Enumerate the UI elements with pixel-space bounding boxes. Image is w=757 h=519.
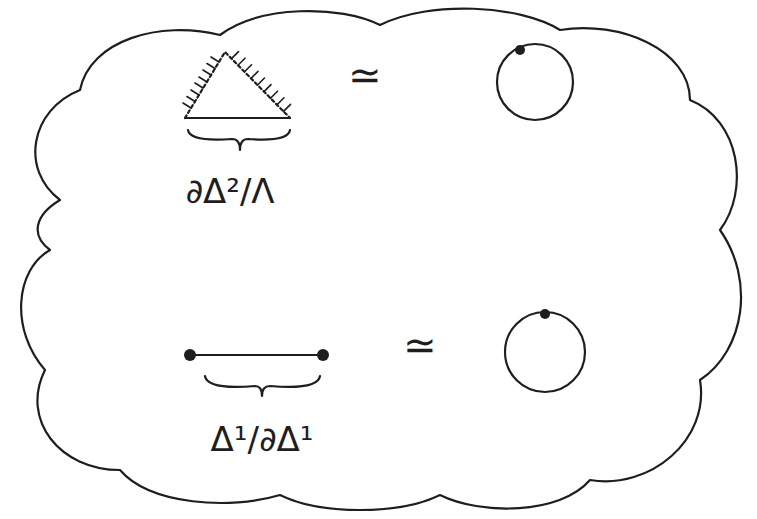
base-point: [540, 309, 550, 319]
horn-hatching: [183, 52, 291, 112]
triangle-base: [185, 117, 290, 119]
triangle-outline: [185, 52, 290, 118]
equivalence-sign: ≃: [348, 53, 382, 97]
math-label: Δ¹/∂Δ¹: [211, 421, 314, 458]
circle: [497, 44, 573, 120]
brace: [188, 130, 290, 150]
brace: [205, 376, 320, 396]
equivalence-sign: ≃: [403, 323, 437, 367]
circle: [505, 312, 585, 392]
base-point: [515, 45, 525, 55]
cloud-outline: [21, 9, 741, 510]
segment: [190, 354, 323, 356]
math-label: ∂Δ²/Λ: [185, 173, 274, 210]
endpoint: [184, 349, 196, 361]
endpoint: [317, 349, 329, 361]
